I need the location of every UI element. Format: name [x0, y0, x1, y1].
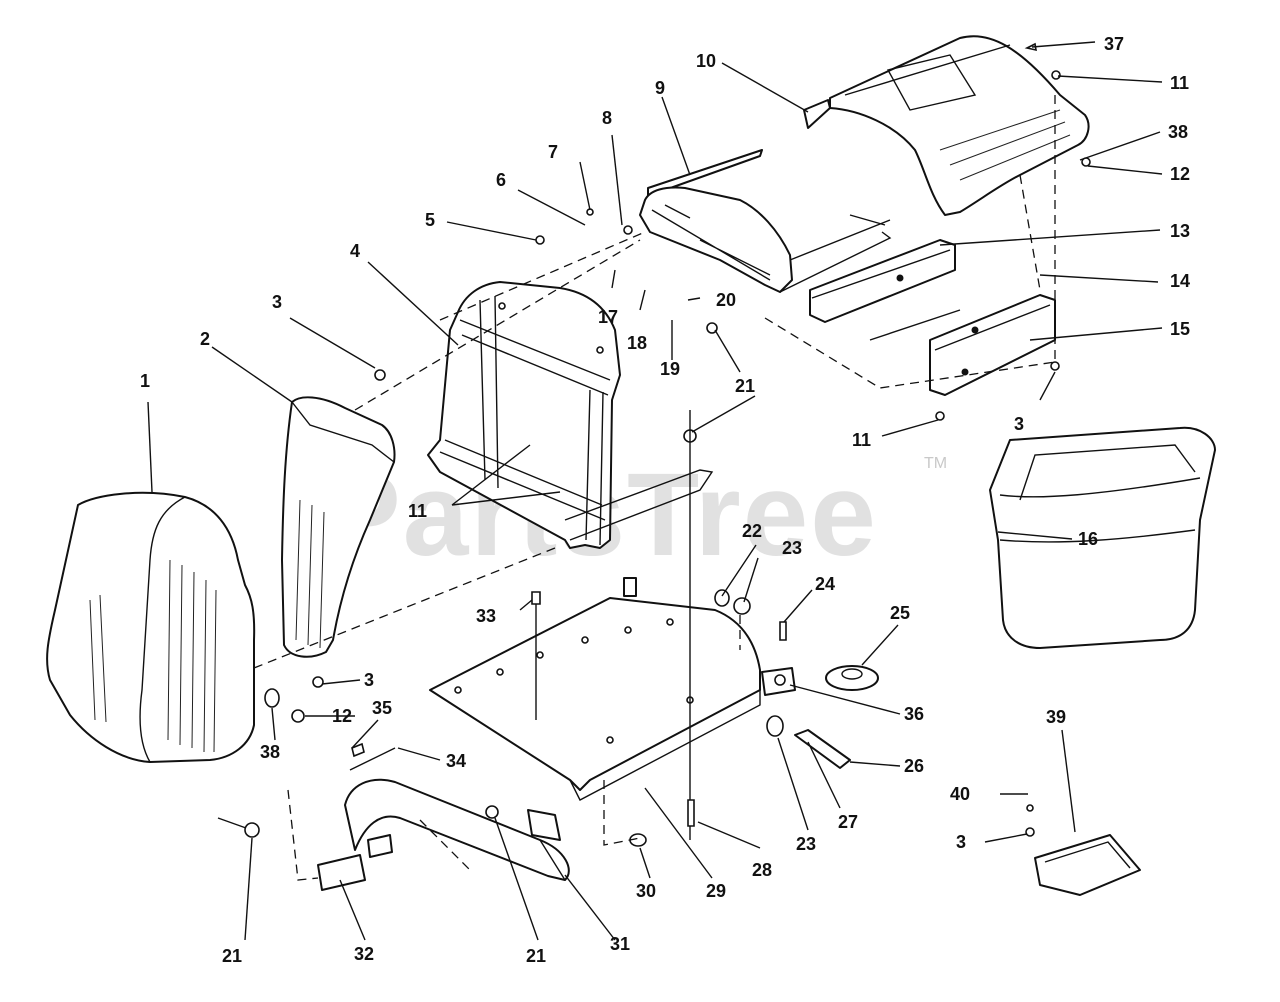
callout-13: 13 [1170, 221, 1190, 241]
callout-30: 30 [636, 881, 656, 901]
callout-6: 6 [496, 170, 506, 190]
callout-11-top: 11 [1170, 73, 1189, 93]
callout-27: 27 [838, 812, 858, 832]
callout-31: 31 [610, 934, 630, 954]
part-14-15-side-rail [869, 294, 1056, 396]
callout-29: 29 [706, 881, 726, 901]
part-39-small-cover [1034, 834, 1141, 896]
callout-33: 33 [476, 606, 496, 626]
watermark-trademark: TM [924, 455, 947, 472]
callout-8: 8 [602, 108, 612, 128]
hardware-fasteners [244, 42, 1091, 847]
callout-19: 19 [660, 359, 680, 379]
callout-11-left: 11 [408, 501, 427, 521]
plate-holes [454, 618, 694, 744]
callout-21-mid: 21 [735, 376, 755, 396]
part-26-27-pin [766, 715, 851, 769]
callout-4: 4 [350, 241, 360, 261]
callout-38-top: 38 [1168, 122, 1188, 142]
callout-3-lower: 3 [364, 670, 374, 690]
callout-24: 24 [815, 574, 835, 594]
callout-37: 37 [1104, 34, 1124, 54]
callout-32: 32 [354, 944, 374, 964]
part-29-base-plate [429, 577, 761, 801]
leader-lines [147, 41, 1163, 941]
callout-3-right: 3 [1014, 414, 1024, 434]
callout-2: 2 [200, 329, 210, 349]
callout-1: 1 [140, 371, 150, 391]
callout-3-bottom-right: 3 [956, 832, 966, 852]
part-13-rail [809, 239, 956, 323]
part-1-rear-cover [46, 491, 256, 763]
callout-18: 18 [627, 333, 647, 353]
callout-34: 34 [446, 751, 466, 771]
part-2-side-support [281, 396, 396, 658]
part-9-channel-frame [639, 149, 892, 293]
callout-5: 5 [425, 210, 435, 230]
callout-11-right: 11 [852, 430, 871, 450]
part-4-main-frame [427, 281, 714, 549]
callout-26: 26 [904, 756, 924, 776]
callout-20: 20 [716, 290, 736, 310]
part-31-lower-bracket [344, 778, 570, 881]
callout-21-bottom-left: 21 [222, 946, 242, 966]
part-16-bin [989, 426, 1216, 649]
callout-14: 14 [1170, 271, 1190, 291]
callout-25: 25 [890, 603, 910, 623]
callout-labels: 1 2 3 4 5 6 7 8 9 10 37 11 38 12 13 14 1… [140, 34, 1190, 966]
callout-17: 17 [598, 307, 618, 327]
part-25-knob [825, 665, 879, 691]
callout-36: 36 [904, 704, 924, 724]
callout-23-lower: 23 [796, 834, 816, 854]
assembly-lines [253, 95, 1056, 881]
part-32-plate [317, 834, 393, 891]
callout-10: 10 [696, 51, 716, 71]
callout-21-bottom-mid: 21 [526, 946, 546, 966]
callout-12-lower: 12 [332, 706, 352, 726]
callout-38-lower: 38 [260, 742, 280, 762]
callout-15: 15 [1170, 319, 1190, 339]
callout-28: 28 [752, 860, 772, 880]
callout-3: 3 [272, 292, 282, 312]
part-10-top-cover [803, 35, 1090, 216]
callout-12-top: 12 [1170, 164, 1190, 184]
callout-9: 9 [655, 78, 665, 98]
callout-7: 7 [548, 142, 558, 162]
callout-16: 16 [1078, 529, 1098, 549]
callout-40: 40 [950, 784, 970, 804]
part-36-hinge [761, 667, 796, 696]
callout-22: 22 [742, 521, 762, 541]
callout-39: 39 [1046, 707, 1066, 727]
callout-23-upper: 23 [782, 538, 802, 558]
callout-35: 35 [372, 698, 392, 718]
